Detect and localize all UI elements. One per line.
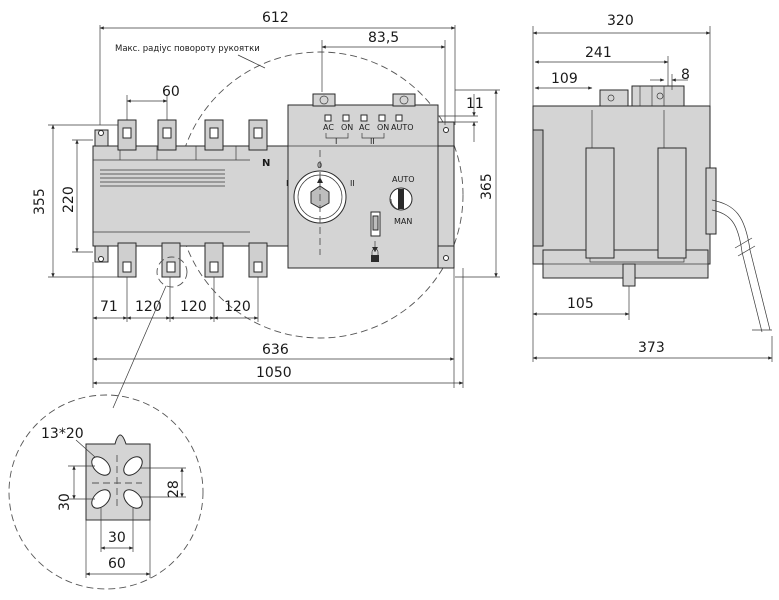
man-label: MAN (394, 217, 412, 226)
dim-120-2: 120 (180, 299, 207, 315)
handle-radius-note: Макс. радіус повороту рукоятки (115, 44, 260, 54)
dim-120-3: 120 (224, 299, 251, 315)
dim-220: 220 (61, 186, 77, 213)
dim-30-left: 30 (57, 493, 73, 511)
top-terminals (117, 119, 268, 151)
dim-241: 241 (585, 45, 612, 61)
dim-365: 365 (479, 173, 495, 200)
dim-109: 109 (551, 71, 578, 87)
dim-8: 8 (681, 67, 690, 83)
dim-636: 636 (262, 342, 289, 358)
switch-body (92, 145, 292, 247)
dim-13x20: 13*20 (41, 426, 84, 442)
indicator-leds: AC ON AC ON AUTO I II (323, 114, 414, 146)
front-view: N AC ON AC ON AUTO I II (32, 10, 500, 409)
dim-71: 71 (100, 299, 118, 315)
dim-30-bottom: 30 (108, 530, 126, 546)
neutral-label: N (262, 158, 270, 169)
slot-holes (91, 456, 143, 509)
led-ac-2: AC (359, 123, 370, 132)
dim-320: 320 (607, 13, 634, 29)
dim-612: 612 (262, 10, 289, 26)
led-on-2: ON (377, 123, 389, 132)
handle-rotation-circle (176, 51, 464, 339)
dim-60-bottom: 60 (108, 556, 126, 572)
dim-28: 28 (166, 480, 182, 498)
dim-373: 373 (638, 340, 665, 356)
detail-view: 13*20 30 28 30 60 (8, 394, 204, 590)
auto-man-selector[interactable] (389, 187, 413, 211)
dim-11: 11 (466, 96, 484, 112)
group-2-label: II (370, 137, 375, 146)
dim-355: 355 (32, 188, 48, 215)
dim-83-5: 83,5 (368, 30, 399, 46)
lock-icon (371, 255, 379, 262)
auto-label: AUTO (392, 175, 415, 184)
dim-120-1: 120 (135, 299, 162, 315)
position-ii-label: II (350, 179, 355, 188)
dim-1050: 1050 (256, 365, 292, 381)
dim-105: 105 (567, 296, 594, 312)
group-1-label: I (335, 137, 337, 146)
position-i-label: I (286, 179, 288, 188)
led-on-1: ON (341, 123, 353, 132)
led-auto: AUTO (391, 123, 414, 132)
position-0-label: 0 (317, 161, 322, 170)
bottom-terminals (117, 242, 268, 278)
led-ac-1: AC (323, 123, 334, 132)
side-view: 320 241 109 8 105 373 (532, 13, 773, 362)
dim-60-top: 60 (162, 84, 180, 100)
